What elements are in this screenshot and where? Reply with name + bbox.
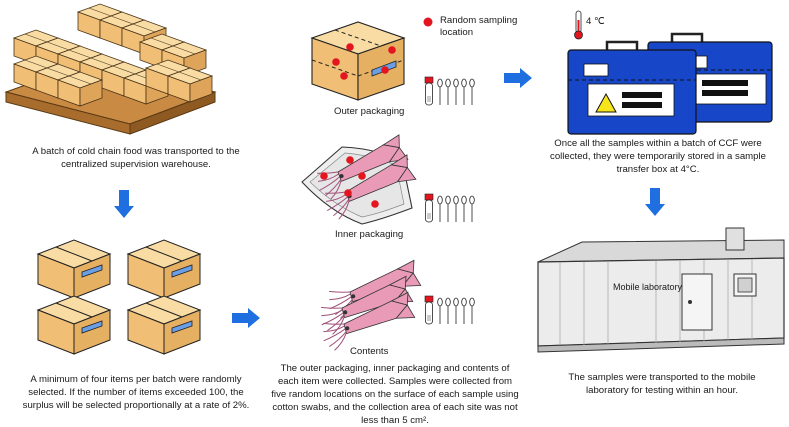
arrow-right-2 <box>232 308 260 328</box>
caption-warehouse-line-2: centralized supervision warehouse. <box>61 159 211 170</box>
warehouse-pallets-illustration <box>4 3 217 135</box>
mobile-laboratory-illustration <box>537 227 785 353</box>
legend-label: Random sampling location <box>440 15 517 39</box>
caption-storage: Once all the samples within a batch of C… <box>530 137 786 176</box>
sample-point <box>332 58 340 66</box>
sample-transfer-box-illustration <box>567 32 773 135</box>
sample-point <box>388 46 396 54</box>
sample-point <box>346 43 354 51</box>
mobile-lab-label: Mobile laboratory <box>613 282 683 292</box>
arrow-down-1 <box>114 190 134 218</box>
caption-collection-line-2: each item were collected. Samples were c… <box>277 376 513 387</box>
caption-sampling-line-2: selected. If the number of items exceede… <box>28 387 244 398</box>
sample-point <box>371 200 379 208</box>
legend-line-2: location <box>440 27 474 38</box>
caption-sampling: A minimum of four items per batch were r… <box>2 373 270 412</box>
caption-storage-line-1: Once all the samples within a batch of C… <box>554 138 762 149</box>
outer-packaging-illustration <box>310 21 406 101</box>
caption-collection: The outer packaging, inner packaging and… <box>264 362 526 427</box>
arrow-down-2 <box>645 188 665 216</box>
caption-collection-line-5: less than 5 cm². <box>361 415 429 426</box>
caption-transport-line-1: The samples were transported to the mobi… <box>568 372 756 383</box>
swab-kit-2 <box>424 193 475 223</box>
swab-kit-1 <box>424 76 475 106</box>
caption-warehouse: A batch of cold chain food was transport… <box>2 145 270 171</box>
caption-sampling-line-1: A minimum of four items per batch were r… <box>30 374 242 385</box>
legend-marker <box>423 17 433 27</box>
sample-point <box>346 156 354 164</box>
sample-point <box>344 189 352 197</box>
caption-transport: The samples were transported to the mobi… <box>540 371 784 397</box>
caption-collection-line-4: cotton swabs, and the collection area of… <box>272 402 518 413</box>
sampled-boxes-illustration <box>37 239 201 355</box>
inner-packaging-illustration <box>301 134 421 225</box>
sample-point <box>381 66 389 74</box>
arrow-right-1 <box>504 68 532 88</box>
sample-point <box>320 172 328 180</box>
caption-storage-line-2: collected, they were temporarily stored … <box>550 151 766 162</box>
caption-warehouse-line-1: A batch of cold chain food was transport… <box>32 146 240 157</box>
contents-label: Contents <box>350 346 389 357</box>
legend-line-1: Random sampling <box>440 15 518 26</box>
sample-point <box>358 172 366 180</box>
caption-storage-line-3: transfer box at 4°C. <box>616 164 700 175</box>
sample-point <box>340 72 348 80</box>
inner-packaging-label: Inner packaging <box>335 229 404 240</box>
caption-sampling-line-3: surplus will be selected proportionally … <box>22 400 250 411</box>
thermometer-icon <box>574 10 583 40</box>
caption-transport-line-2: laboratory for testing within an hour. <box>586 385 738 396</box>
caption-collection-line-1: The outer packaging, inner packaging and… <box>280 363 510 374</box>
temperature-label: 4 ℃ <box>586 16 605 27</box>
outer-packaging-label: Outer packaging <box>334 106 405 117</box>
caption-collection-line-3: five random locations on the surface of … <box>271 389 519 400</box>
contents-illustration <box>314 259 425 353</box>
swab-kit-3 <box>424 295 475 325</box>
